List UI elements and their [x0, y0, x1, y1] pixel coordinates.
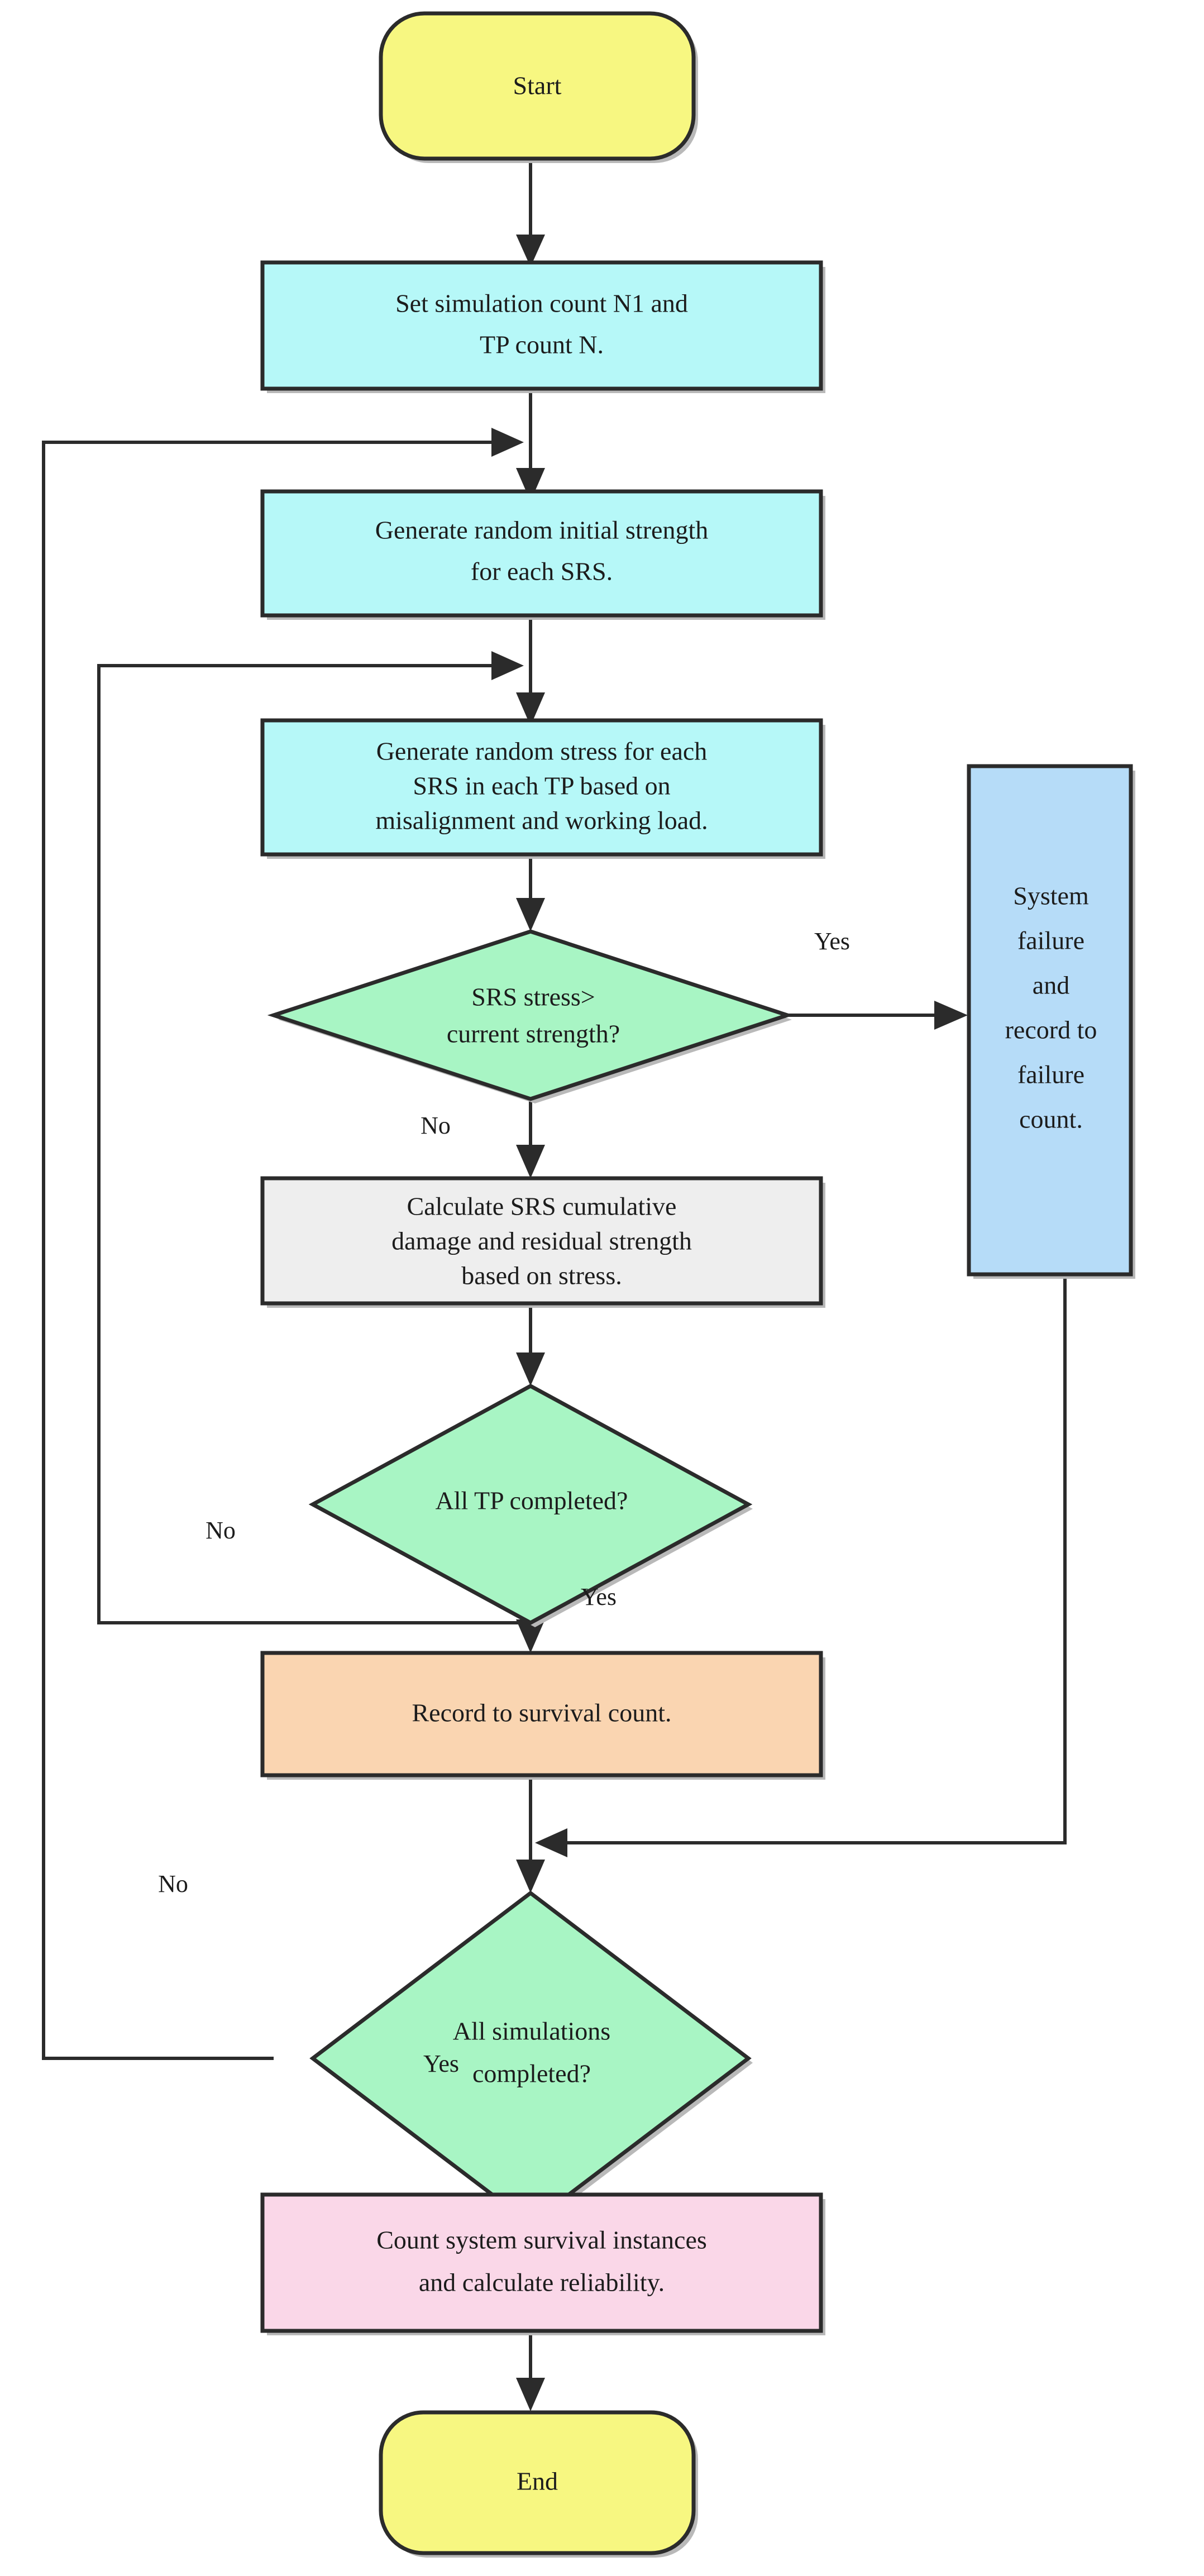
- edge-label-sims-no: No: [158, 1870, 188, 1898]
- edge-gen-initial-to-gen-stress: [516, 616, 545, 726]
- all-sims-decision-shape[interactable]: [309, 1890, 752, 2226]
- edge-failure-to-merge: [535, 1279, 1067, 1857]
- edge-record-to-all-sims: [516, 1780, 545, 1893]
- stress-decision-shape[interactable]: [267, 929, 794, 1101]
- edge-count-to-end: [516, 2335, 545, 2411]
- end-label: End: [517, 2467, 558, 2496]
- node-system-failure[interactable]: System failure and record to failure cou…: [967, 764, 1135, 1279]
- node-calc-damage[interactable]: Calculate SRS cumulative damage and resi…: [260, 1176, 825, 1308]
- system-failure-line-3: and: [1033, 971, 1069, 1000]
- edge-tp-yes-to-record: [516, 1619, 545, 1653]
- all-tp-decision-label: All TP completed?: [436, 1487, 628, 1515]
- start-terminator-shape[interactable]: [379, 11, 696, 161]
- edge-label-stress-no: No: [421, 1112, 451, 1139]
- gen-initial-line-2: for each SRS.: [471, 557, 613, 586]
- all-sims-decision-line-2: completed?: [472, 2059, 591, 2088]
- gen-stress-line-1: Generate random stress for each: [376, 737, 708, 766]
- calc-damage-line-2: damage and residual strength: [391, 1227, 692, 1255]
- edge-labels-layer: Yes No No Yes No Yes: [158, 928, 850, 2077]
- system-failure-line-1: System: [1013, 882, 1089, 910]
- gen-stress-process-shape[interactable]: [260, 718, 823, 857]
- node-gen-initial-strength[interactable]: Generate random initial strength for eac…: [260, 489, 825, 620]
- stress-decision-line-2: current strength?: [447, 1020, 620, 1048]
- count-reliability-line-2: and calculate reliability.: [419, 2268, 665, 2297]
- edge-tp-no-loopback: [97, 651, 531, 1624]
- edge-start-to-set-counts: [516, 162, 545, 267]
- edge-label-stress-yes: Yes: [814, 928, 850, 955]
- edge-sims-no-loopback: [42, 428, 524, 2060]
- node-all-tp-completed[interactable]: All TP completed?: [308, 1384, 753, 1627]
- edge-stress-yes-to-failure: [787, 1001, 968, 1030]
- stress-decision-line-1: SRS stress>: [471, 983, 595, 1011]
- node-stress-vs-strength[interactable]: SRS stress> current strength?: [267, 929, 794, 1103]
- record-survival-process-shape[interactable]: [260, 1651, 823, 1777]
- node-gen-stress[interactable]: Generate random stress for each SRS in e…: [260, 718, 825, 859]
- calc-damage-process-shape[interactable]: [260, 1176, 823, 1306]
- edge-gen-stress-to-decision: [516, 854, 545, 931]
- gen-stress-line-2: SRS in each TP based on: [413, 772, 670, 800]
- set-counts-line-1: Set simulation count N1 and: [395, 289, 688, 318]
- all-tp-decision-shape[interactable]: [308, 1384, 753, 1625]
- system-failure-line-4: record to: [1005, 1016, 1097, 1044]
- calc-damage-line-3: based on stress.: [461, 1261, 622, 1290]
- all-sims-decision-line-1: All simulations: [453, 2017, 610, 2045]
- record-survival-label: Record to survival count.: [412, 1699, 671, 1727]
- system-failure-process-shape[interactable]: [967, 764, 1133, 1277]
- node-all-sims-completed[interactable]: All simulations completed?: [309, 1890, 753, 2228]
- edge-label-tp-yes: Yes: [581, 1583, 617, 1610]
- edge-stress-no-to-calc: [516, 1099, 545, 1178]
- set-counts-line-2: TP count N.: [480, 331, 604, 359]
- system-failure-line-6: count.: [1019, 1105, 1083, 1134]
- node-record-survival[interactable]: Record to survival count.: [260, 1651, 825, 1780]
- edge-label-tp-no: No: [206, 1517, 236, 1544]
- end-terminator-shape[interactable]: [379, 2410, 696, 2555]
- calc-damage-line-1: Calculate SRS cumulative: [407, 1192, 677, 1221]
- node-count-reliability[interactable]: Count system survival instances and calc…: [260, 2192, 825, 2335]
- system-failure-line-5: failure: [1017, 1060, 1084, 1089]
- edge-set-counts-to-gen-initial: [516, 391, 545, 501]
- count-reliability-line-1: Count system survival instances: [376, 2226, 707, 2254]
- start-label: Start: [513, 71, 562, 100]
- system-failure-line-2: failure: [1017, 926, 1084, 955]
- gen-initial-strength-process-shape[interactable]: [260, 489, 823, 618]
- gen-initial-line-1: Generate random initial strength: [375, 516, 709, 544]
- gen-stress-line-3: misalignment and working load.: [375, 806, 708, 835]
- edge-label-sims-yes: Yes: [423, 2050, 459, 2077]
- node-start[interactable]: Start: [379, 11, 698, 163]
- node-set-counts[interactable]: Set simulation count N1 and TP count N.: [260, 260, 825, 393]
- edge-calc-to-all-tp: [516, 1308, 545, 1386]
- count-reliability-process-shape[interactable]: [260, 2192, 823, 2333]
- edges-layer: [42, 162, 1067, 2411]
- set-counts-process-shape[interactable]: [260, 260, 823, 391]
- node-end[interactable]: End: [379, 2410, 698, 2558]
